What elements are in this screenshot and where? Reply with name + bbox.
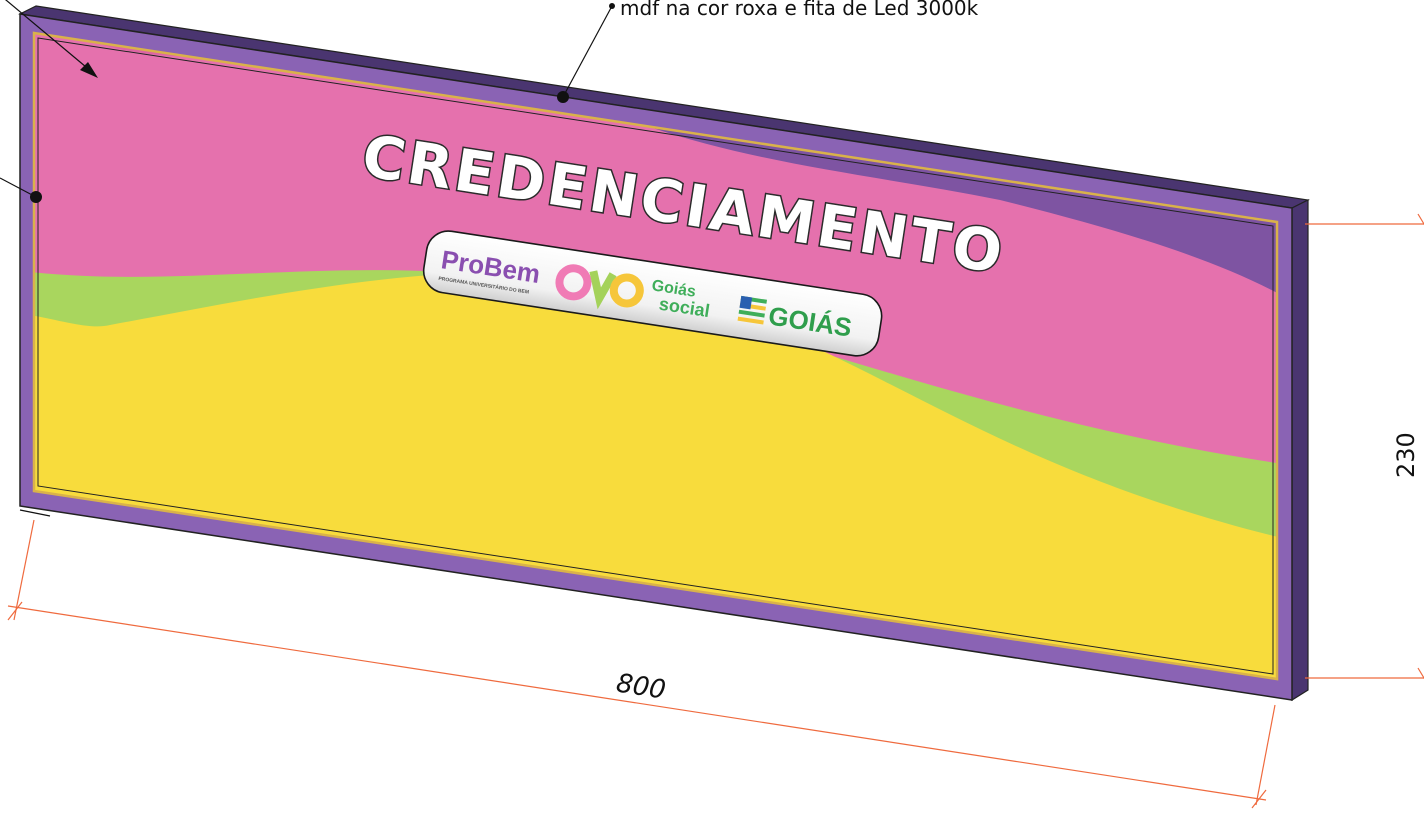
- annotation-leader: [562, 5, 613, 98]
- logo-pill: ProBem PROGRAMA UNIVERSITÁRIO DO BEM Goi…: [422, 230, 883, 357]
- ovg-logo: [555, 264, 644, 310]
- arrow-head: [80, 62, 98, 78]
- goias-social-line1: Goiás: [651, 277, 698, 301]
- box-right-side: [1291, 199, 1309, 702]
- gold-led-line-inner: [37, 37, 1274, 675]
- height-dimension-label: 230: [1392, 432, 1420, 478]
- annotation-text: mdf na cor roxa e fita de Led 3000k: [620, 0, 979, 20]
- annotation-dot-face: [30, 191, 42, 203]
- annotation-dot-top: [609, 3, 615, 9]
- base-tick: [19, 509, 51, 517]
- left-leader-arrow: [5, 0, 93, 73]
- goias-flag-icon: [737, 295, 768, 325]
- left-leader: [0, 177, 37, 198]
- width-dimension: [7, 519, 1276, 809]
- gold-led-line: [32, 31, 1279, 681]
- width-dimension-label: 800: [614, 669, 668, 706]
- annotation-dot-frame: [557, 91, 569, 103]
- height-dimension: [1305, 213, 1424, 680]
